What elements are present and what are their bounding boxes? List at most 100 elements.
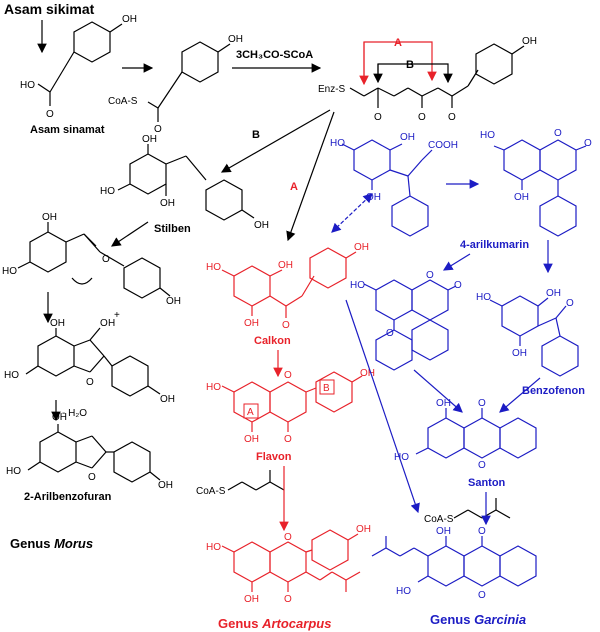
- atom-ho: HO: [476, 292, 491, 303]
- atom-ho: HO: [394, 452, 409, 463]
- label-stilben: Stilben: [154, 223, 191, 235]
- arrow-benzofenon-santon: [499, 377, 541, 413]
- arrow-arilkumarin-tetracycle: [442, 253, 471, 271]
- genus-garcinia-label: Genus Garcinia: [430, 612, 526, 627]
- benzofenon-structure: [489, 295, 579, 377]
- atom-oh: OH: [512, 348, 527, 359]
- ring-a-box: [243, 403, 259, 419]
- genus-morus-label: Genus Morus: [10, 536, 93, 551]
- atom-oh: OH: [546, 288, 561, 299]
- cinnamic-acid-structure: [37, 21, 123, 106]
- atom-ho: HO: [480, 130, 495, 141]
- genus-prefix: Genus: [430, 612, 470, 627]
- atom-o: O: [154, 124, 162, 135]
- prenyl-coa-middle: [227, 470, 285, 491]
- atom-oh: OH: [228, 34, 243, 45]
- atom-oh: OH: [142, 134, 157, 145]
- atom-oh: OH: [400, 132, 415, 143]
- atom-o: O: [566, 298, 574, 309]
- acid-intermediate-structure: [341, 139, 433, 237]
- genus-prefix: Genus: [10, 536, 50, 551]
- artocarpus-compound-structure: [221, 529, 361, 592]
- atom-oh: OH: [436, 398, 451, 409]
- atom-oh: OH: [522, 36, 537, 47]
- calkon-structure: [221, 247, 357, 318]
- santon-structure: [415, 408, 537, 459]
- label-shikimate: Asam sikimat: [4, 1, 95, 17]
- atom-ho: HO: [206, 262, 221, 273]
- label-malonyl: 3CH₃CO-SCoA: [236, 49, 313, 61]
- atom-o: O: [454, 280, 462, 291]
- atom-o: O: [418, 112, 426, 123]
- atom-oh: OH: [360, 368, 375, 379]
- atom-oh: OH: [514, 192, 529, 203]
- prenyl-coa-right: [453, 498, 511, 519]
- label-coa-s: CoA-S: [108, 96, 138, 107]
- atom-o: O: [88, 472, 96, 483]
- atom-ho: HO: [100, 186, 115, 197]
- atom-ho: HO: [2, 266, 17, 277]
- atom-ho: HO: [6, 466, 21, 477]
- atom-oh: OH: [278, 260, 293, 271]
- genus-artocarpus-label: Genus Artocarpus: [218, 616, 331, 631]
- tetracyclic-structure: [363, 279, 457, 371]
- label-minus-water: - H₂O: [62, 408, 87, 419]
- atom-oh: OH: [160, 198, 175, 209]
- ring-a-label: A: [247, 407, 254, 418]
- atom-oh: OH: [254, 220, 269, 231]
- label-arilkumarin: 4-arilkumarin: [460, 239, 529, 251]
- atom-oh: OH: [356, 524, 371, 535]
- arrow-calkon-acid: [331, 193, 373, 233]
- label-cooh: COOH: [428, 140, 458, 151]
- atom-o: O: [426, 270, 434, 281]
- atom-o: O: [102, 254, 110, 265]
- atom-h: H: [108, 318, 115, 329]
- ring-b-box: [319, 379, 335, 395]
- dihydrobenzofuran-structure: [25, 327, 161, 397]
- arrow-tetracycle-santon: [413, 369, 463, 413]
- polyketide-structure: [349, 43, 525, 108]
- atom-oh: OH: [244, 434, 259, 445]
- atom-o: O: [86, 377, 94, 388]
- atom-ho: HO: [330, 138, 345, 149]
- label-santon: Santon: [468, 477, 506, 489]
- atom-o: O: [284, 434, 292, 445]
- label-arilbenzofuran: 2-Arilbenzofuran: [24, 491, 112, 503]
- label-flavon: Flavon: [256, 451, 292, 463]
- pathway-a-label: A: [290, 181, 298, 193]
- atom-oh: OH: [122, 14, 137, 25]
- atom-oh: OH: [354, 242, 369, 253]
- atom-o: O: [374, 112, 382, 123]
- atom-oh: OH: [50, 318, 65, 329]
- genus-name: Garcinia: [474, 612, 526, 627]
- atom-ho: HO: [206, 542, 221, 553]
- atom-oh: OH: [244, 318, 259, 329]
- arilbenzofuran-structure: [27, 424, 161, 483]
- atom-oh: OH: [366, 192, 381, 203]
- atom-o: O: [46, 109, 54, 120]
- atom-o: O: [386, 328, 394, 339]
- label-cinnamate: Asam sinamat: [30, 124, 105, 136]
- flavon-structure: [221, 371, 363, 432]
- atom-oh: OH: [158, 480, 173, 491]
- label-enz-s: Enz-S: [318, 84, 346, 95]
- label-calkon: Calkon: [254, 335, 291, 347]
- atom-o: O: [284, 594, 292, 605]
- garcinia-compound-structure: [371, 536, 537, 587]
- atom-o: HO: [20, 80, 35, 91]
- atom-o: O: [554, 128, 562, 139]
- genus-name: Artocarpus: [261, 616, 331, 631]
- atom-o: O: [478, 526, 486, 537]
- atom-o: O: [282, 320, 290, 331]
- arrow-stilben-epoxide: [111, 221, 149, 247]
- ring-b-label: B: [323, 383, 330, 394]
- arrow-to-calkon: [286, 111, 335, 242]
- atom-ho: HO: [350, 280, 365, 291]
- atom-oh: OH: [42, 212, 57, 223]
- atom-ho: HO: [4, 370, 19, 381]
- label-benzofenon: Benzofenon: [522, 385, 585, 397]
- arrow-to-garcinia: [345, 299, 420, 514]
- bracket-a-label: A: [394, 37, 402, 49]
